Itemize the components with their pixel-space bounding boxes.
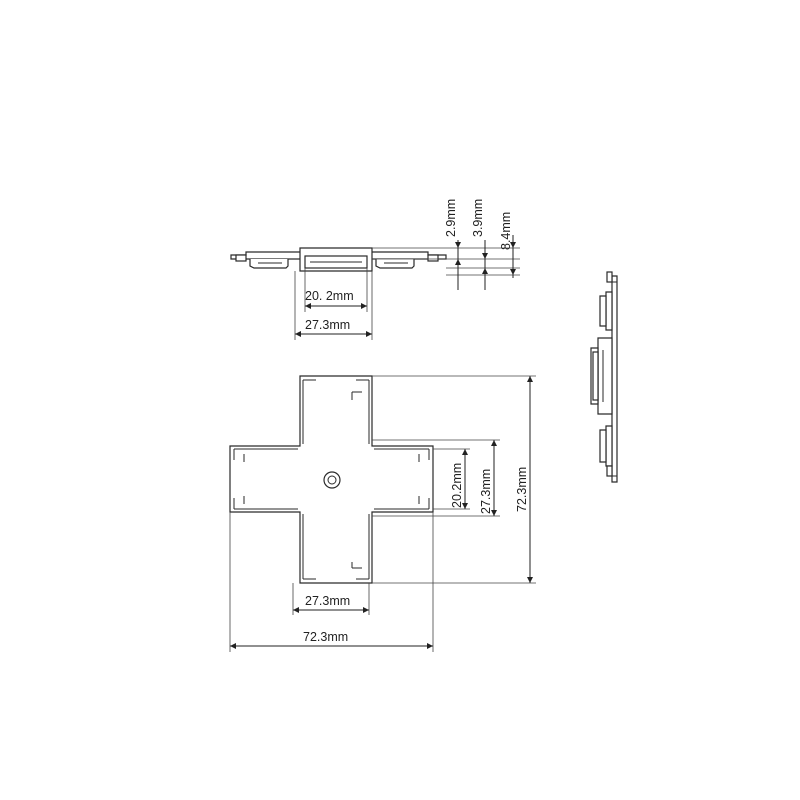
center-hole-icon — [323, 471, 341, 489]
end-view — [590, 271, 618, 483]
dim-side-3-9: 3.9mm — [471, 199, 485, 237]
dim-top-72-3-vertical: 72.3mm — [515, 467, 529, 512]
side-view — [230, 247, 447, 272]
dim-top-27-3-horizontal: 27.3mm — [305, 594, 350, 608]
dim-side-8-4: 8.4mm — [499, 212, 513, 250]
dim-top-72-3-horizontal: 72.3mm — [303, 630, 348, 644]
top-view-dimensions: 20.2mm 27.3mm 72.3mm 27.3mm 72.3mm — [229, 375, 536, 652]
dim-side-20-2: 20. 2mm — [305, 289, 354, 303]
dim-top-20-2: 20.2mm — [450, 463, 464, 508]
side-view-dimensions: 2.9mm 3.9mm 8.4mm 20. 2mm 27.3mm — [294, 199, 520, 340]
dim-side-2-9: 2.9mm — [444, 199, 458, 237]
top-view-cross — [229, 375, 434, 584]
dim-side-27-3: 27.3mm — [305, 318, 350, 332]
dim-top-27-3-vertical: 27.3mm — [479, 469, 493, 514]
